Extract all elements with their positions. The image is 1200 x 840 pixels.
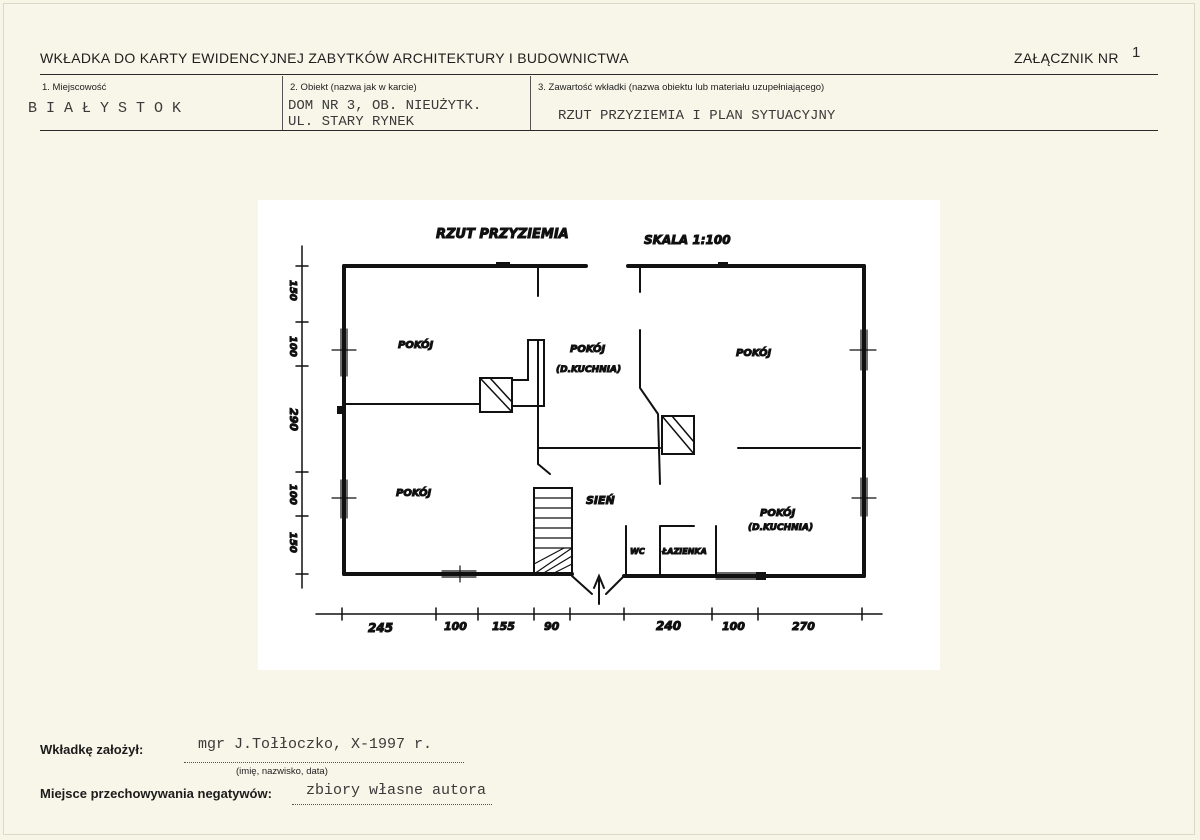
entrance-doors xyxy=(571,575,625,595)
created-by-label: Wkładkę założył: xyxy=(40,742,144,757)
dim-bottom-6: 100 xyxy=(722,620,745,633)
door-swing-1 xyxy=(537,463,551,475)
negatives-storage-value: zbiory własne autora xyxy=(306,782,487,799)
stairs xyxy=(533,487,573,575)
wall-mark-bottom xyxy=(756,572,766,580)
wall-mark-left xyxy=(337,406,343,414)
dim-left-2: 100 xyxy=(287,336,298,357)
room-label-top-left: POKÓJ xyxy=(398,338,433,351)
room-label-wc: WC xyxy=(630,547,645,556)
window-bottom-right xyxy=(715,572,757,580)
content-label: 3. Zawartość wkładki (nazwa obiektu lub … xyxy=(538,82,825,93)
chimney-2 xyxy=(661,415,695,455)
created-by-rule xyxy=(184,762,464,763)
room-label-top-right: POKÓJ xyxy=(736,346,771,359)
chimney-mark-2 xyxy=(718,262,728,268)
stair-winders xyxy=(533,547,573,575)
room-note-top-middle: (D.KUCHNIA) xyxy=(556,365,621,375)
plan-title: RZUT PRZYZIEMIA xyxy=(436,227,569,242)
created-by-value: mgr J.Tołłoczko, X-1997 r. xyxy=(198,736,433,753)
dim-bottom-7: 270 xyxy=(792,620,815,633)
chimney-2-hatch xyxy=(661,415,695,455)
locality-label: 1. Miejscowość xyxy=(42,82,107,93)
chimney-1-hatch xyxy=(479,377,513,413)
dim-left-1: 150 xyxy=(287,280,298,301)
room-label-bathroom: ŁAZIENKA xyxy=(661,547,707,556)
window-bottom-left xyxy=(441,565,477,583)
window-right-upper xyxy=(849,329,877,371)
object-value-line1: DOM NR 3, OB. NIEUŻYTK. xyxy=(288,98,482,114)
window-left-lower xyxy=(331,479,357,519)
dim-bottom-1: 245 xyxy=(368,621,393,635)
form-title: WKŁADKA DO KARTY EWIDENCYJNEJ ZABYTKÓW A… xyxy=(40,50,629,66)
field-divider-1 xyxy=(282,76,283,130)
room-note-bottom-right: (D.KUCHNIA) xyxy=(748,523,813,533)
room-label-bottom-left: POKÓJ xyxy=(396,486,431,499)
dim-left-4: 100 xyxy=(287,484,298,505)
dim-bottom-4: 90 xyxy=(544,620,560,633)
chimney-1 xyxy=(479,377,513,413)
window-right-lower xyxy=(851,477,877,517)
room-label-bottom-right: POKÓJ xyxy=(760,506,795,519)
content-value: RZUT PRZYZIEMIA I PLAN SYTUACYJNY xyxy=(558,108,836,124)
annex-number: 1 xyxy=(1132,44,1141,61)
wall-interior-4 xyxy=(639,329,661,485)
dim-bottom-3: 155 xyxy=(492,620,515,633)
dim-left-5: 150 xyxy=(287,532,298,553)
chimney-mark-1 xyxy=(496,262,510,268)
record-card: WKŁADKA DO KARTY EWIDENCYJNEJ ZABYTKÓW A… xyxy=(3,3,1195,835)
dim-bottom-5: 240 xyxy=(656,619,681,633)
wall-bathroom xyxy=(659,525,717,575)
dim-bottom-2: 100 xyxy=(444,620,467,633)
room-label-hall: SIEŃ xyxy=(586,494,615,507)
header-rule-bottom xyxy=(40,130,1158,131)
negatives-storage-label: Miejsce przechowywania negatywów: xyxy=(40,786,272,801)
window-left-upper xyxy=(331,328,357,377)
dim-left-3: 290 xyxy=(287,408,300,431)
dimension-ticks-left xyxy=(295,265,309,575)
created-by-note: (imię, nazwisko, data) xyxy=(236,766,328,777)
stove-block xyxy=(511,339,545,407)
field-divider-2 xyxy=(530,76,531,130)
annex-label: ZAŁĄCZNIK NR xyxy=(1014,50,1119,66)
header-rule-top xyxy=(40,74,1158,75)
dimension-ticks-bottom xyxy=(341,607,863,621)
floor-plan-drawing: RZUT PRZYZIEMIA SKALA 1:100 xyxy=(287,227,883,636)
locality-value: B I A Ł Y S T O K xyxy=(28,100,182,117)
stair-treads xyxy=(533,497,573,549)
object-value-line2: UL. STARY RYNEK xyxy=(288,114,415,130)
object-label: 2. Obiekt (nazwa jak w karcie) xyxy=(290,82,417,93)
room-label-top-middle: POKÓJ xyxy=(570,342,605,355)
entrance-arrow xyxy=(593,573,605,605)
negatives-storage-rule xyxy=(292,804,492,805)
plan-scale: SKALA 1:100 xyxy=(644,233,731,247)
floor-plan-photo: RZUT PRZYZIEMIA SKALA 1:100 xyxy=(258,200,940,670)
